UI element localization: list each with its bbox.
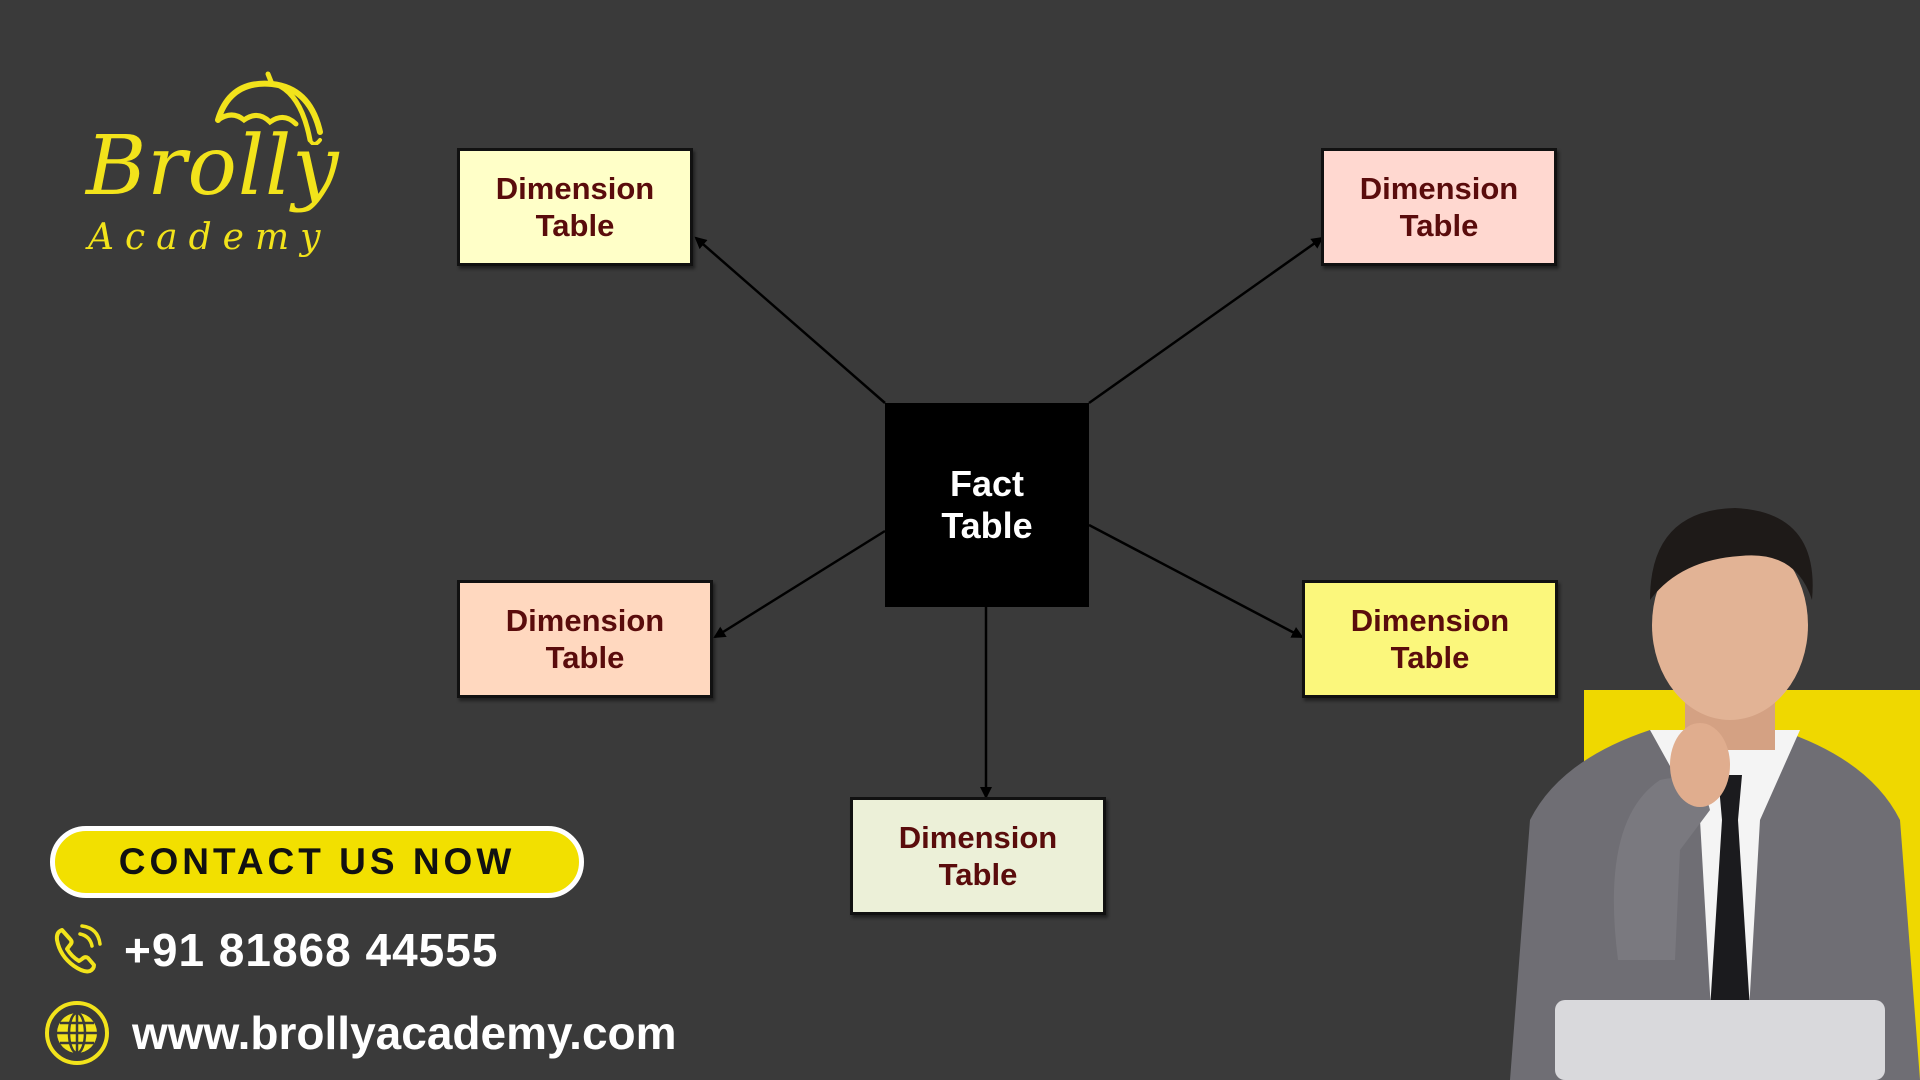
connector-mid-left bbox=[713, 529, 886, 639]
brand-logo: Brolly Academy bbox=[82, 70, 342, 270]
dimension-label-line1: Dimension bbox=[1350, 603, 1510, 638]
connector-mid-right bbox=[1088, 523, 1304, 639]
dimension-label-line1: Dimension bbox=[1359, 171, 1519, 206]
dimension-label-line2: Table bbox=[938, 857, 1018, 892]
globe-icon bbox=[45, 1001, 109, 1065]
phone-icon bbox=[54, 924, 102, 974]
brand-name: Brolly bbox=[86, 119, 340, 214]
person-thinking-image bbox=[1510, 508, 1920, 1080]
contact-us-button[interactable]: CONTACT US NOW bbox=[50, 826, 584, 898]
dimension-label-line1: Dimension bbox=[898, 820, 1058, 855]
dimension-label-line2: Table bbox=[1390, 640, 1470, 675]
website-row: www.brollyacademy.com bbox=[44, 1000, 677, 1066]
dimension-label-line2: Table bbox=[1399, 208, 1479, 243]
dimension-label-line1: Dimension bbox=[495, 171, 655, 206]
dimension-label-line2: Table bbox=[535, 208, 615, 243]
fact-table-node: Fact Table bbox=[885, 403, 1089, 607]
connector-top-right bbox=[1088, 236, 1324, 405]
connector-top-left bbox=[694, 236, 886, 404]
fact-table-label-line2: Table bbox=[941, 505, 1033, 546]
phone-row: +91 81868 44555 bbox=[52, 920, 498, 980]
dimension-label-line2: Table bbox=[545, 640, 625, 675]
dimension-label-line1: Dimension bbox=[505, 603, 665, 638]
website-link[interactable]: www.brollyacademy.com bbox=[132, 1007, 677, 1059]
umbrella-icon bbox=[215, 71, 323, 145]
fact-table-label-line1: Fact bbox=[949, 463, 1024, 504]
phone-number[interactable]: +91 81868 44555 bbox=[124, 924, 499, 976]
brand-subtitle: Academy bbox=[88, 217, 332, 258]
